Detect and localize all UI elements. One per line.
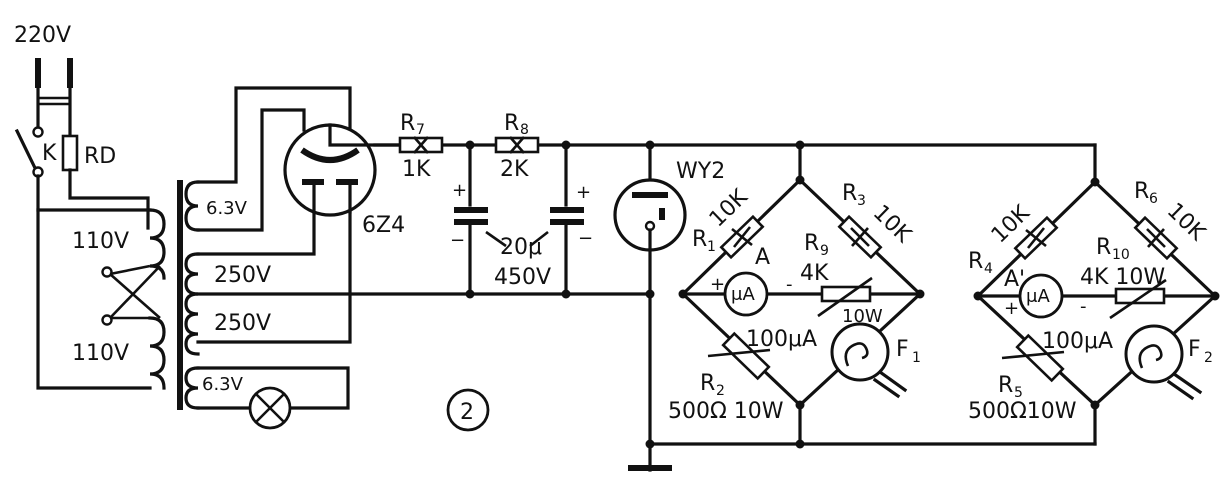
r3-name: R: [842, 181, 857, 206]
indicator-lamp: [248, 386, 292, 430]
meter-a-minus: -: [786, 274, 793, 295]
meter-b-plus: +: [1004, 298, 1019, 319]
r5-tap-arrow: [1001, 350, 1065, 360]
r6-value: 10K: [1162, 198, 1210, 246]
secondary-lamp-coil: [184, 366, 200, 410]
meter-b-name: A': [1004, 267, 1025, 292]
r8-name: R: [504, 111, 519, 136]
voltage-selector: [101, 264, 161, 326]
filament-under-test-f1: [830, 322, 908, 399]
meter-a-plus: +: [710, 274, 725, 295]
transformer-primary-top-coil: [148, 208, 166, 280]
r2-sub: 2: [716, 383, 725, 399]
cap-right-plus: +: [576, 182, 591, 203]
cap-value: 20μ: [500, 235, 542, 260]
figure-number: 2: [460, 400, 474, 425]
capacitor-left: [454, 143, 488, 296]
r10-value: 4K 10W: [1080, 265, 1165, 290]
secondary-rect-filament-coil: [184, 180, 200, 232]
cap-left-plus: +: [452, 180, 467, 201]
meter-b-unit: μA: [1026, 286, 1050, 307]
figure-number-circle: [446, 388, 490, 432]
r7-name: R: [400, 111, 415, 136]
mains-voltage-label: 220V: [14, 23, 71, 48]
switch-k: [14, 126, 44, 178]
sec-hv-1-label: 250V: [214, 263, 271, 288]
r7-value: 1K: [402, 157, 431, 182]
resistor-r9: [820, 285, 872, 303]
meter-b-minus: -: [1080, 296, 1087, 317]
primary-bottom-label: 110V: [72, 341, 129, 366]
secondary-hv-coil: [184, 252, 200, 356]
regulator-label: WY2: [676, 159, 725, 184]
r6-sub: 6: [1149, 191, 1158, 207]
meter-b-range: 100μA: [1042, 329, 1113, 354]
resistor-r5: [1015, 333, 1065, 383]
f2-name: F: [1188, 337, 1201, 362]
meter-a-range: 100μA: [746, 327, 817, 352]
transformer-primary-bottom-coil: [148, 316, 166, 390]
r2-value: 500Ω 10W: [668, 399, 784, 424]
r7-sub: 7: [416, 122, 425, 138]
r10-sub: 10: [1112, 247, 1130, 263]
r8-value: 2K: [500, 157, 529, 182]
r1-name: R: [692, 227, 707, 252]
r9-variable-arrow: [817, 276, 873, 318]
sec-hv-2-label: 250V: [214, 311, 271, 336]
f1-sub: 1: [912, 350, 921, 366]
resistor-r2: [721, 331, 771, 381]
fuse-label: RD: [84, 144, 116, 169]
sec-lamp-label: 6.3V: [202, 374, 244, 395]
microammeter-a: [723, 271, 769, 317]
capacitor-right: [550, 143, 584, 296]
primary-top-label: 110V: [72, 229, 129, 254]
f1-name: F: [896, 337, 909, 362]
r10-variable-arrow: [1109, 278, 1167, 320]
regulator-tube-wy2: [613, 143, 687, 472]
r6-name: R: [1134, 179, 1149, 204]
meter-a-name: A: [755, 245, 770, 270]
microammeter-a-prime: [1018, 273, 1064, 319]
r8-sub: 8: [520, 122, 529, 138]
cap-left-minus: −: [450, 230, 465, 251]
r2-name: R: [700, 371, 715, 396]
resistor-r10: [1114, 287, 1166, 305]
switch-label: K: [42, 141, 57, 166]
r5-sub: 5: [1014, 385, 1023, 401]
rectifier-label: 6Z4: [362, 213, 405, 238]
r9-sub: 9: [820, 243, 829, 259]
r4-name: R: [968, 249, 983, 274]
cap-voltage: 450V: [494, 265, 551, 290]
r3-sub: 3: [857, 193, 866, 209]
cap-right-minus: −: [578, 228, 593, 249]
r9-value: 4K: [800, 261, 829, 286]
r2-tap-arrow: [707, 348, 771, 358]
r5-name: R: [998, 373, 1013, 398]
f2-sub: 2: [1204, 350, 1213, 366]
r9-power: 10W: [842, 306, 883, 327]
sec-filament-rect-label: 6.3V: [206, 198, 248, 219]
filament-under-test-f2: [1124, 324, 1203, 401]
fuse-rd: [61, 134, 79, 172]
r4-sub: 4: [984, 261, 993, 277]
r9-name: R: [804, 231, 819, 256]
r10-name: R: [1096, 235, 1111, 260]
r5-value: 500Ω10W: [968, 399, 1077, 424]
meter-a-unit: μA: [731, 284, 755, 305]
r1-sub: 1: [707, 239, 716, 255]
